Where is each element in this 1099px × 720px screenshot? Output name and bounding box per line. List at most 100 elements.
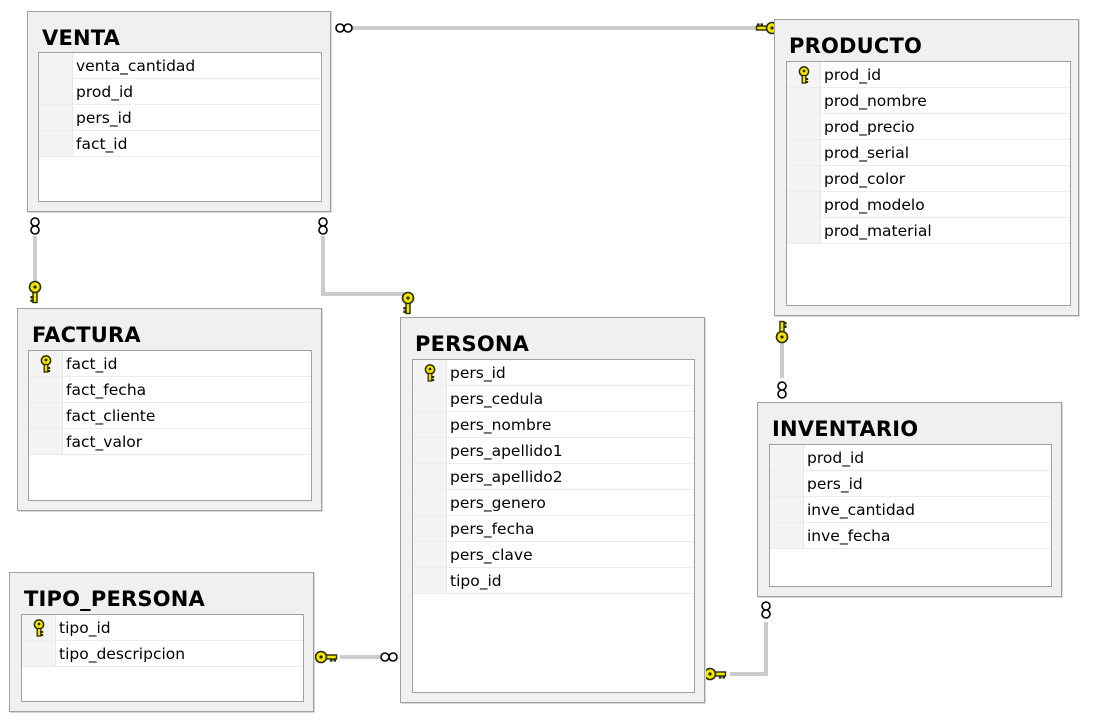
link-venta-persona[interactable] bbox=[318, 217, 415, 315]
row-selector[interactable] bbox=[22, 615, 56, 640]
field-row[interactable]: pers_clave bbox=[413, 542, 694, 568]
row-selector[interactable] bbox=[39, 131, 73, 156]
table-venta[interactable]: VENTA venta_cantidad prod_id pers_id fact_i… bbox=[27, 11, 331, 212]
row-selector[interactable] bbox=[413, 438, 447, 463]
field-row[interactable]: pers_genero bbox=[413, 490, 694, 516]
field-row[interactable]: fact_valor bbox=[29, 429, 311, 455]
row-selector[interactable] bbox=[770, 497, 804, 522]
row-selector[interactable] bbox=[787, 166, 821, 191]
row-selector[interactable] bbox=[413, 412, 447, 437]
infinity-icon bbox=[761, 601, 771, 619]
link-persona-tipo-persona[interactable] bbox=[314, 650, 398, 664]
infinity-icon bbox=[380, 652, 398, 662]
row-selector[interactable] bbox=[29, 351, 63, 376]
row-selector[interactable] bbox=[413, 464, 447, 489]
row-selector[interactable] bbox=[770, 523, 804, 548]
field-name: pers_id bbox=[807, 475, 863, 493]
row-selector[interactable] bbox=[39, 53, 73, 78]
row-selector[interactable] bbox=[413, 568, 447, 593]
row-selector[interactable] bbox=[413, 386, 447, 411]
field-row[interactable]: pers_fecha bbox=[413, 516, 694, 542]
field-row[interactable]: prod_color bbox=[787, 166, 1070, 192]
field-row[interactable]: prod_serial bbox=[787, 140, 1070, 166]
infinity-icon bbox=[318, 217, 328, 235]
field-row[interactable]: fact_fecha bbox=[29, 377, 311, 403]
row-selector[interactable] bbox=[29, 377, 63, 402]
field-name: venta_cantidad bbox=[76, 57, 196, 75]
field-row[interactable]: prod_modelo bbox=[787, 192, 1070, 218]
field-row[interactable]: pers_apellido1 bbox=[413, 438, 694, 464]
field-row[interactable]: pers_cedula bbox=[413, 386, 694, 412]
field-name: prod_material bbox=[824, 222, 932, 240]
field-row[interactable]: prod_id bbox=[787, 62, 1070, 88]
row-selector[interactable] bbox=[413, 490, 447, 515]
link-venta-factura[interactable] bbox=[28, 217, 42, 304]
row-selector[interactable] bbox=[770, 445, 804, 470]
field-name: pers_cedula bbox=[450, 390, 544, 408]
key-icon bbox=[703, 667, 727, 681]
field-name: pers_fecha bbox=[450, 520, 535, 538]
row-selector[interactable] bbox=[39, 79, 73, 104]
field-name: tipo_id bbox=[450, 572, 502, 590]
field-name: pers_nombre bbox=[450, 416, 552, 434]
field-row[interactable]: pers_id bbox=[770, 471, 1051, 497]
field-row[interactable]: pers_id bbox=[413, 360, 694, 386]
link-venta-producto[interactable] bbox=[335, 21, 779, 35]
row-selector[interactable] bbox=[413, 516, 447, 541]
field-row[interactable]: venta_cantidad bbox=[39, 53, 321, 79]
row-selector[interactable] bbox=[787, 88, 821, 113]
field-name: inve_fecha bbox=[807, 527, 891, 545]
field-name: fact_id bbox=[76, 135, 128, 153]
table-title: TIPO_PERSONA bbox=[24, 587, 205, 611]
row-selector[interactable] bbox=[29, 429, 63, 454]
field-row[interactable]: inve_cantidad bbox=[770, 497, 1051, 523]
row-selector[interactable] bbox=[787, 218, 821, 243]
row-selector[interactable] bbox=[29, 403, 63, 428]
field-row[interactable]: prod_nombre bbox=[787, 88, 1070, 114]
field-row[interactable]: tipo_descripcion bbox=[22, 641, 303, 667]
table-title: VENTA bbox=[42, 26, 121, 50]
row-selector[interactable] bbox=[39, 105, 73, 130]
field-name: prod_serial bbox=[824, 144, 910, 162]
field-row[interactable]: pers_nombre bbox=[413, 412, 694, 438]
link-inventario-producto[interactable] bbox=[775, 320, 789, 399]
row-selector[interactable] bbox=[787, 62, 821, 87]
field-name: pers_apellido1 bbox=[450, 442, 563, 460]
field-row[interactable]: pers_apellido2 bbox=[413, 464, 694, 490]
field-row[interactable]: prod_id bbox=[39, 79, 321, 105]
field-row[interactable]: prod_id bbox=[770, 445, 1051, 471]
row-selector[interactable] bbox=[787, 114, 821, 139]
infinity-icon bbox=[30, 217, 40, 235]
row-selector[interactable] bbox=[787, 192, 821, 217]
field-row[interactable]: tipo_id bbox=[413, 568, 694, 594]
row-selector[interactable] bbox=[22, 641, 56, 666]
field-name: prod_id bbox=[76, 83, 134, 101]
primary-key-icon bbox=[798, 66, 810, 84]
field-row[interactable]: fact_id bbox=[39, 131, 321, 157]
field-row[interactable]: inve_fecha bbox=[770, 523, 1051, 549]
field-name: pers_id bbox=[450, 364, 506, 382]
field-name: prod_id bbox=[824, 66, 882, 84]
row-selector[interactable] bbox=[413, 360, 447, 385]
field-name: pers_clave bbox=[450, 546, 533, 564]
field-row[interactable]: fact_id bbox=[29, 351, 311, 377]
field-row[interactable]: tipo_id bbox=[22, 615, 303, 641]
field-row[interactable]: pers_id bbox=[39, 105, 321, 131]
field-row[interactable]: fact_cliente bbox=[29, 403, 311, 429]
table-title: PERSONA bbox=[415, 332, 530, 356]
key-icon bbox=[775, 320, 789, 344]
primary-key-icon bbox=[33, 619, 45, 637]
field-row[interactable]: prod_material bbox=[787, 218, 1070, 244]
link-inventario-persona[interactable] bbox=[703, 601, 771, 681]
row-selector[interactable] bbox=[770, 471, 804, 496]
field-row[interactable]: prod_precio bbox=[787, 114, 1070, 140]
row-selector[interactable] bbox=[413, 542, 447, 567]
primary-key-icon bbox=[424, 364, 436, 382]
row-selector[interactable] bbox=[787, 140, 821, 165]
